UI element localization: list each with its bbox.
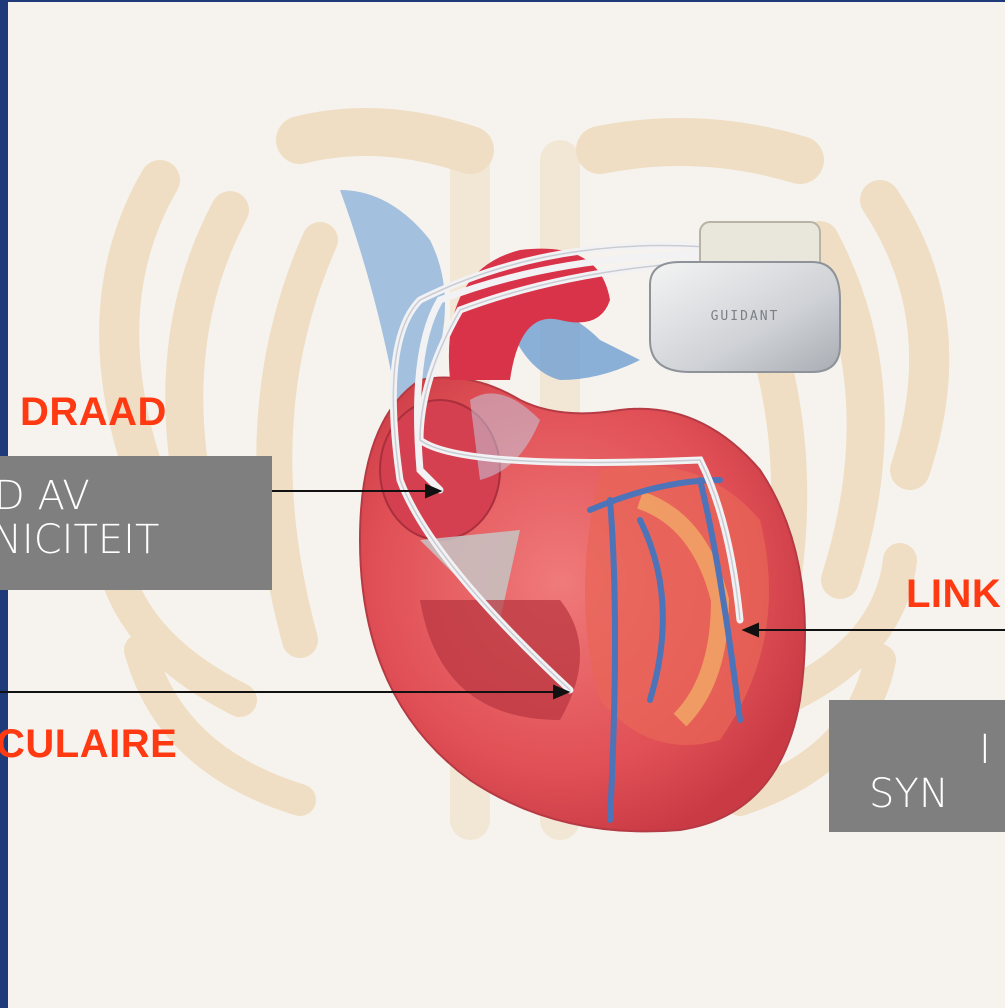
label-box-av-synchroniciteit: D AV NICITEIT [0,456,272,590]
label-box-right-line-2: SYN [869,772,1005,816]
label-box-right-line-1: I [979,728,1005,772]
label-box-line-2: NICITEIT [0,518,272,562]
label-draad: DRAAD [20,390,167,435]
label-link: LINK [906,572,1001,617]
label-box-line-1: D AV [0,474,272,518]
device-brand-text: GUIDANT [711,309,780,324]
label-box-right: I SYN [829,700,1005,832]
label-culaire: CULAIRE [0,722,177,767]
